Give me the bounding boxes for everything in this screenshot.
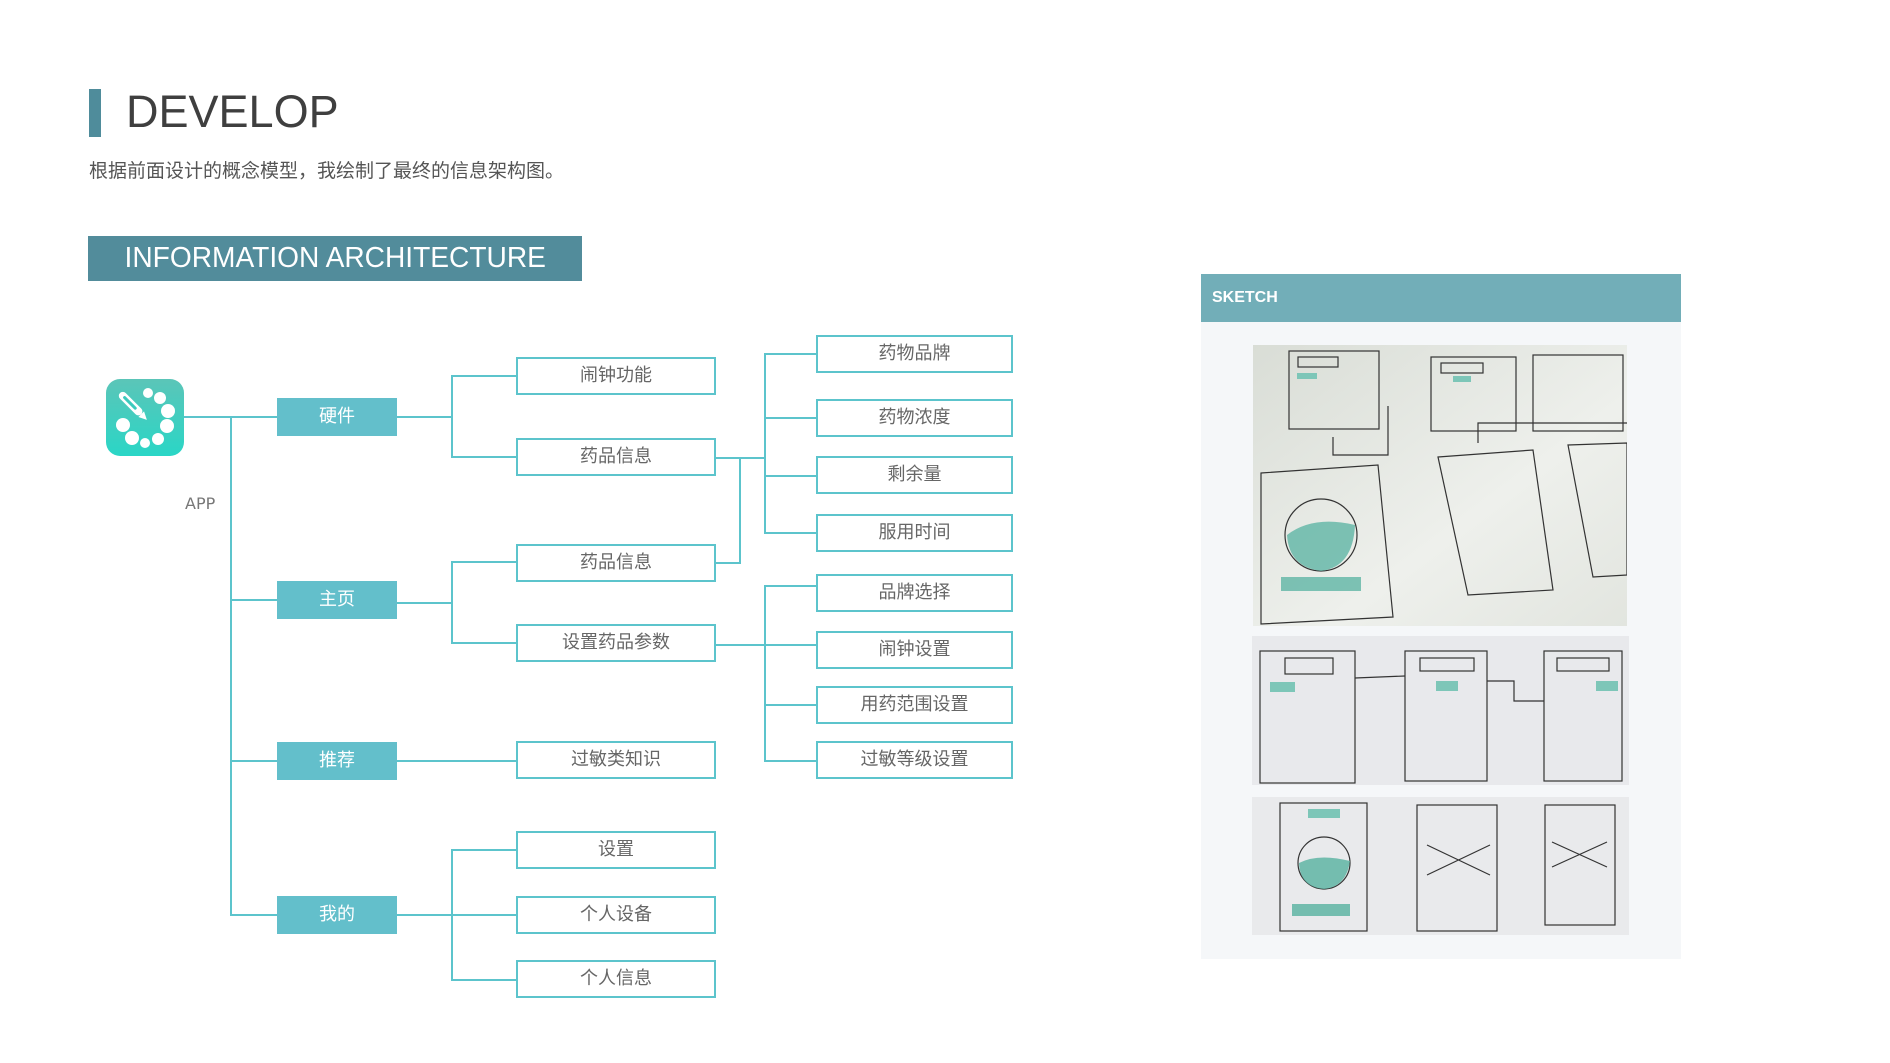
node-personal-info: 个人信息	[516, 960, 716, 998]
sketch-photo-overview	[1253, 345, 1627, 626]
node-alarm-settings: 闹钟设置	[816, 631, 1013, 669]
app-root-label: APP	[185, 494, 216, 513]
sketch-header: SKETCH	[1201, 274, 1681, 322]
node-dosage-range-settings: 用药范围设置	[816, 686, 1013, 724]
node-medicine-info-hardware: 药品信息	[516, 438, 716, 476]
node-settings: 设置	[516, 831, 716, 869]
sketch-photo-settings-screens	[1252, 636, 1629, 785]
page-subtitle: 根据前面设计的概念模型，我绘制了最终的信息架构图。	[89, 160, 565, 182]
app-icon	[106, 379, 184, 456]
node-alarm-function: 闹钟功能	[516, 357, 716, 395]
node-drug-brand: 药物品牌	[816, 335, 1013, 373]
category-hardware: 硬件	[277, 398, 397, 436]
category-mine: 我的	[277, 896, 397, 934]
section-banner-label: INFORMATION ARCHITECTURE	[124, 242, 546, 274]
node-dosing-time: 服用时间	[816, 514, 1013, 552]
node-remaining-amount: 剩余量	[816, 456, 1013, 494]
sketch-photo-home-screens	[1252, 797, 1629, 935]
page-title: DEVELOP	[126, 86, 339, 137]
node-set-medicine-params: 设置药品参数	[516, 624, 716, 662]
node-allergy-level-settings: 过敏等级设置	[816, 741, 1013, 779]
category-recommend: 推荐	[277, 742, 397, 780]
node-personal-device: 个人设备	[516, 896, 716, 934]
category-home: 主页	[277, 581, 397, 619]
section-banner: INFORMATION ARCHITECTURE	[88, 236, 582, 281]
title-accent-bar	[89, 89, 101, 137]
node-medicine-info-home: 药品信息	[516, 544, 716, 582]
node-drug-concentration: 药物浓度	[816, 399, 1013, 437]
node-brand-select: 品牌选择	[816, 574, 1013, 612]
node-allergy-knowledge: 过敏类知识	[516, 741, 716, 779]
clock-pen-icon	[116, 388, 175, 448]
